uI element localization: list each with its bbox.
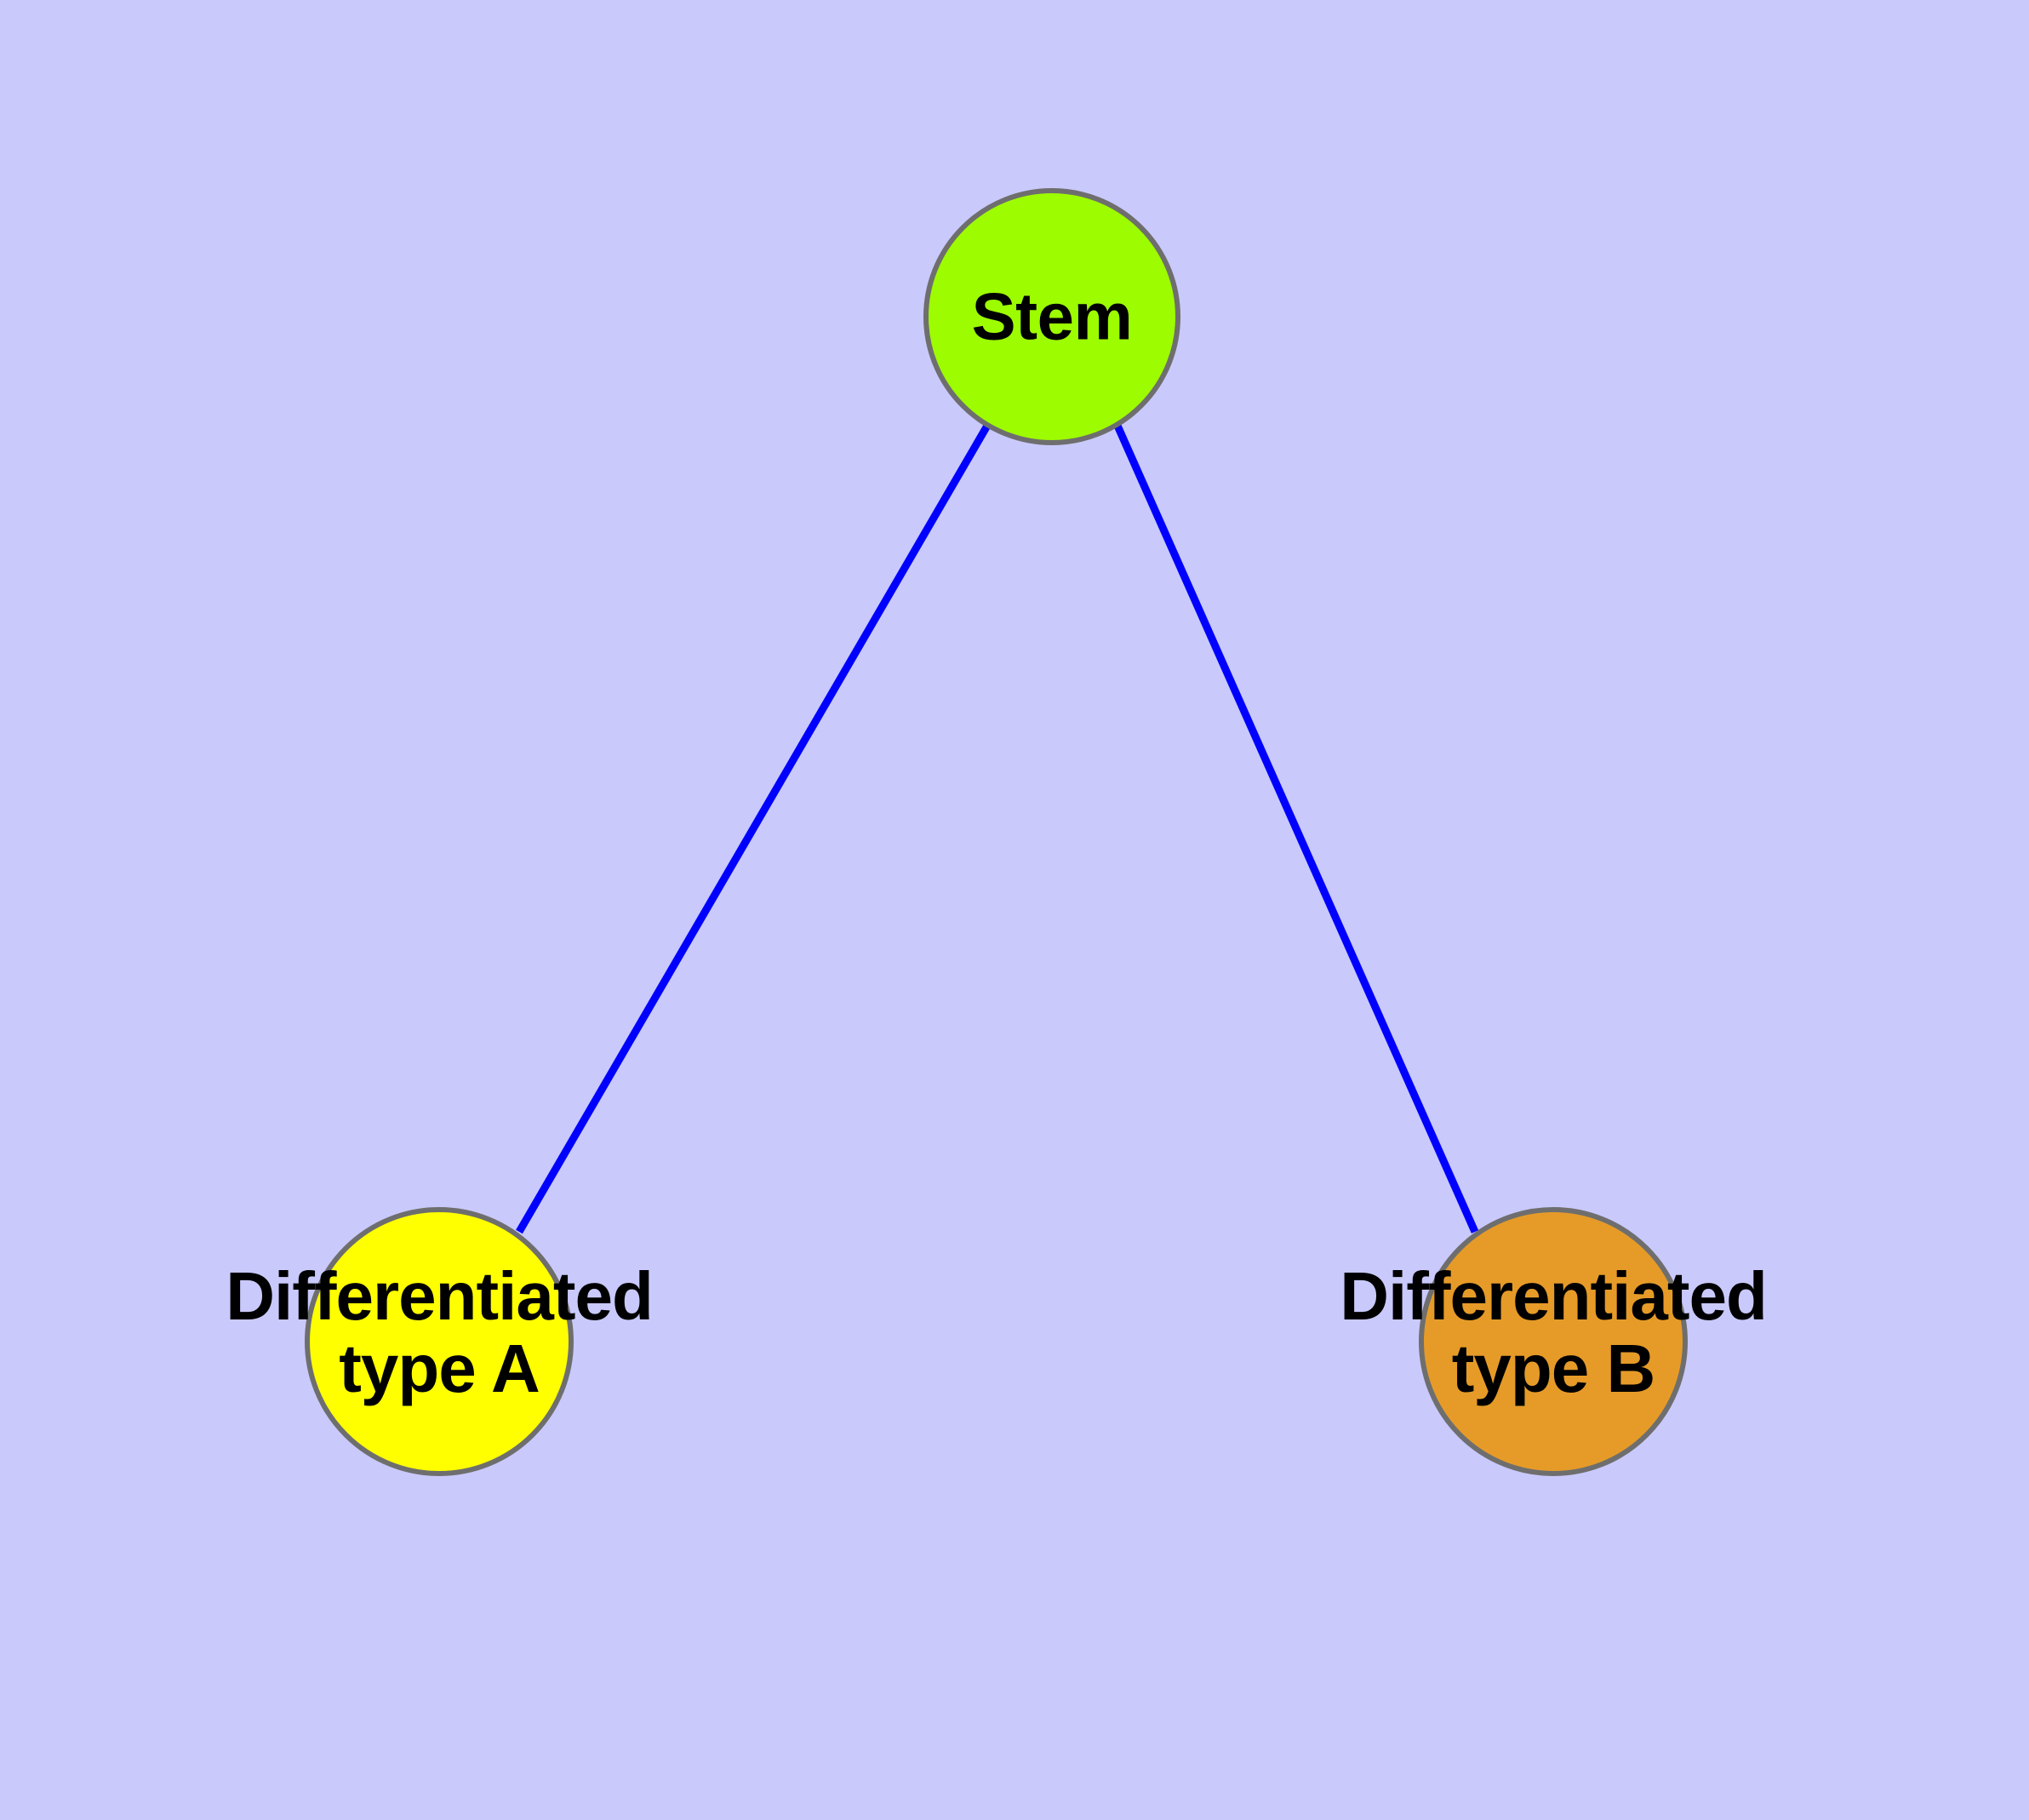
node-layer (305, 188, 1688, 1476)
node-diff-b[interactable] (1419, 1207, 1688, 1476)
edge-stem-to-diff-a[interactable] (516, 423, 991, 1234)
edge-layer (516, 423, 1479, 1234)
node-diff-a[interactable] (305, 1207, 574, 1476)
edge-stem-to-diff-b[interactable] (1113, 424, 1479, 1233)
node-stem[interactable] (923, 188, 1180, 445)
